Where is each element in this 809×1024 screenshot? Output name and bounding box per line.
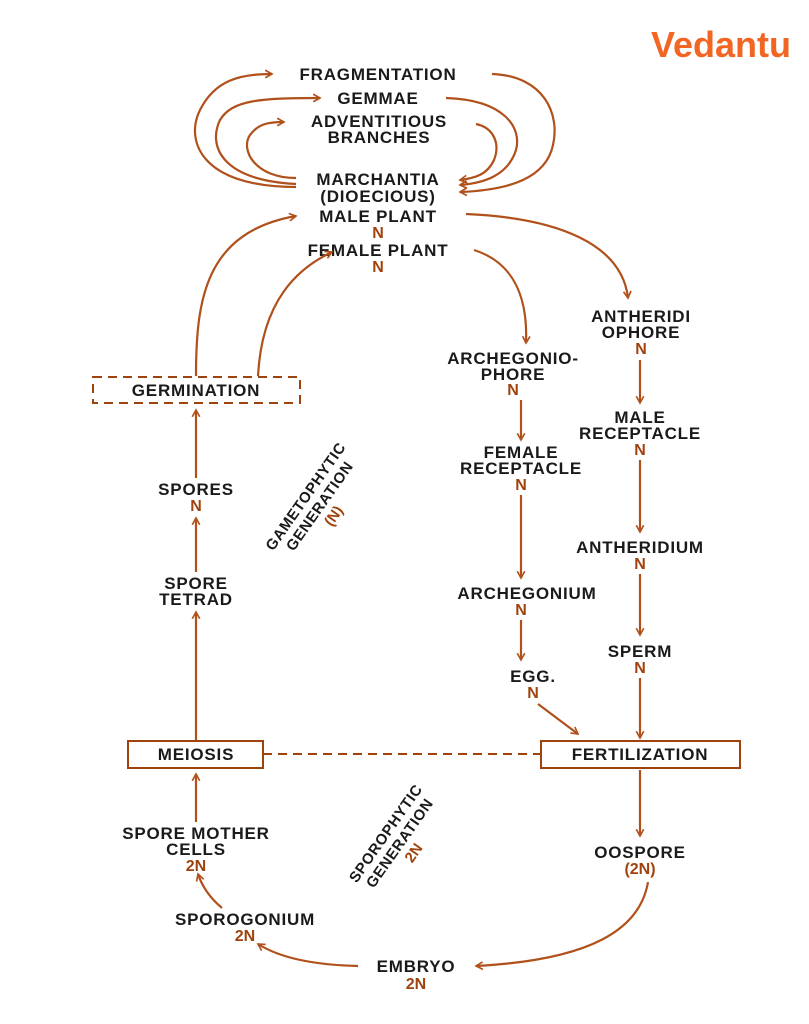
- female-receptacle-label-line1: FEMALE: [484, 443, 559, 462]
- adventitious-label-line1: ADVENTITIOUS: [311, 112, 447, 131]
- sperm-ploidy: N: [634, 660, 646, 677]
- marchantia-label-line2: (DIOECIOUS): [320, 187, 436, 206]
- antheridiophore-label-line1: ANTHERIDI: [591, 307, 691, 326]
- male-plant-ploidy: N: [372, 225, 384, 242]
- vegetative-loops: [193, 72, 556, 192]
- meiosis-label: MEIOSIS: [158, 745, 234, 764]
- archegoniophore-label-line1: ARCHEGONIO-: [447, 349, 579, 368]
- germination-box: [92, 376, 301, 404]
- spore-mother-cells-ploidy: 2N: [186, 858, 206, 875]
- female-receptacle-ploidy: N: [515, 477, 527, 494]
- male-receptacle-ploidy: N: [634, 442, 646, 459]
- arrow-marchantia-to-gemmae: [215, 98, 320, 186]
- meiosis-box: [127, 740, 264, 769]
- adventitious-label-line2: BRANCHES: [328, 128, 431, 147]
- antheridiophore-ploidy: N: [635, 341, 647, 358]
- arrow-embryo-to-sporogonium: [258, 943, 359, 968]
- oospore-ploidy: (2N): [624, 861, 655, 878]
- arrow-female-plant-to-archegoniophore: [473, 248, 526, 343]
- spore-mother-cells-label-line1: SPORE MOTHER: [122, 824, 270, 843]
- arrow-fragmentation-to-marchantia: [460, 72, 556, 192]
- antheridium-ploidy: N: [634, 556, 646, 573]
- arrow-marchantia-to-fragmentation: [193, 74, 297, 189]
- female-plant-label: FEMALE PLANT: [308, 241, 449, 260]
- archegonium-ploidy: N: [515, 602, 527, 619]
- arrow-sporogonium-to-spore-mother-cells: [198, 874, 223, 909]
- sporophytic-generation-label: SPOROPHYTIC GENERATION 2N: [346, 781, 437, 891]
- male-plant-label: MALE PLANT: [319, 207, 437, 226]
- archegonium-label: ARCHEGONIUM: [457, 584, 596, 603]
- embryo-ploidy: 2N: [406, 976, 426, 993]
- oospore-label: OOSPORE: [594, 843, 686, 862]
- logo-text: Vedantu: [651, 24, 791, 65]
- egg-ploidy: N: [527, 685, 539, 702]
- sperm-label: SPERM: [608, 642, 672, 661]
- spores-ploidy: N: [190, 498, 202, 515]
- archegoniophore-label-line2: PHORE: [481, 365, 545, 384]
- fertilization-box: [540, 740, 741, 769]
- arrow-oospore-to-embryo: [476, 881, 650, 966]
- fragmentation-label: FRAGMENTATION: [299, 65, 456, 84]
- male-receptacle-label-line1: MALE: [614, 408, 665, 427]
- arrow-adventitious-to-marchantia: [460, 122, 498, 180]
- vedantu-logo: Vedantu: [651, 24, 791, 65]
- egg-label: EGG.: [510, 667, 556, 686]
- fertilization-label: FERTILIZATION: [572, 745, 709, 764]
- antheridium-label: ANTHERIDIUM: [576, 538, 704, 557]
- embryo-label: EMBRYO: [377, 957, 456, 976]
- spores-label: SPORES: [158, 480, 234, 499]
- spore-tetrad-label-line2: TETRAD: [159, 590, 233, 609]
- gemmae-label: GEMMAE: [337, 89, 418, 108]
- male-receptacle-label-line2: RECEPTACLE: [579, 424, 701, 443]
- arrow-germination-to-male-plant: [194, 216, 296, 377]
- spore-mother-cells-label-line2: CELLS: [166, 840, 226, 859]
- female-receptacle-label-line2: RECEPTACLE: [460, 459, 582, 478]
- arrow-germination-to-female-plant: [256, 252, 332, 377]
- arrow-male-plant-to-antheridiophore: [465, 212, 628, 298]
- arrow-marchantia-to-adventitious: [245, 122, 297, 180]
- germination-label: GERMINATION: [132, 381, 260, 400]
- female-plant-ploidy: N: [372, 259, 384, 276]
- marchantia-label-line1: MARCHANTIA: [316, 170, 439, 189]
- arrow-egg-to-fertilization: [537, 703, 578, 734]
- sporogonium-label: SPOROGONIUM: [175, 910, 315, 929]
- arrow-gemmae-to-marchantia: [445, 96, 519, 185]
- antheridiophore-label-line2: OPHORE: [602, 323, 680, 342]
- spore-tetrad-label-line1: SPORE: [164, 574, 228, 593]
- sporogonium-ploidy: 2N: [235, 928, 255, 945]
- archegoniophore-ploidy: N: [507, 382, 519, 399]
- gametophytic-generation-label: GAMETOPHYTIC GENERATION (N): [263, 439, 358, 554]
